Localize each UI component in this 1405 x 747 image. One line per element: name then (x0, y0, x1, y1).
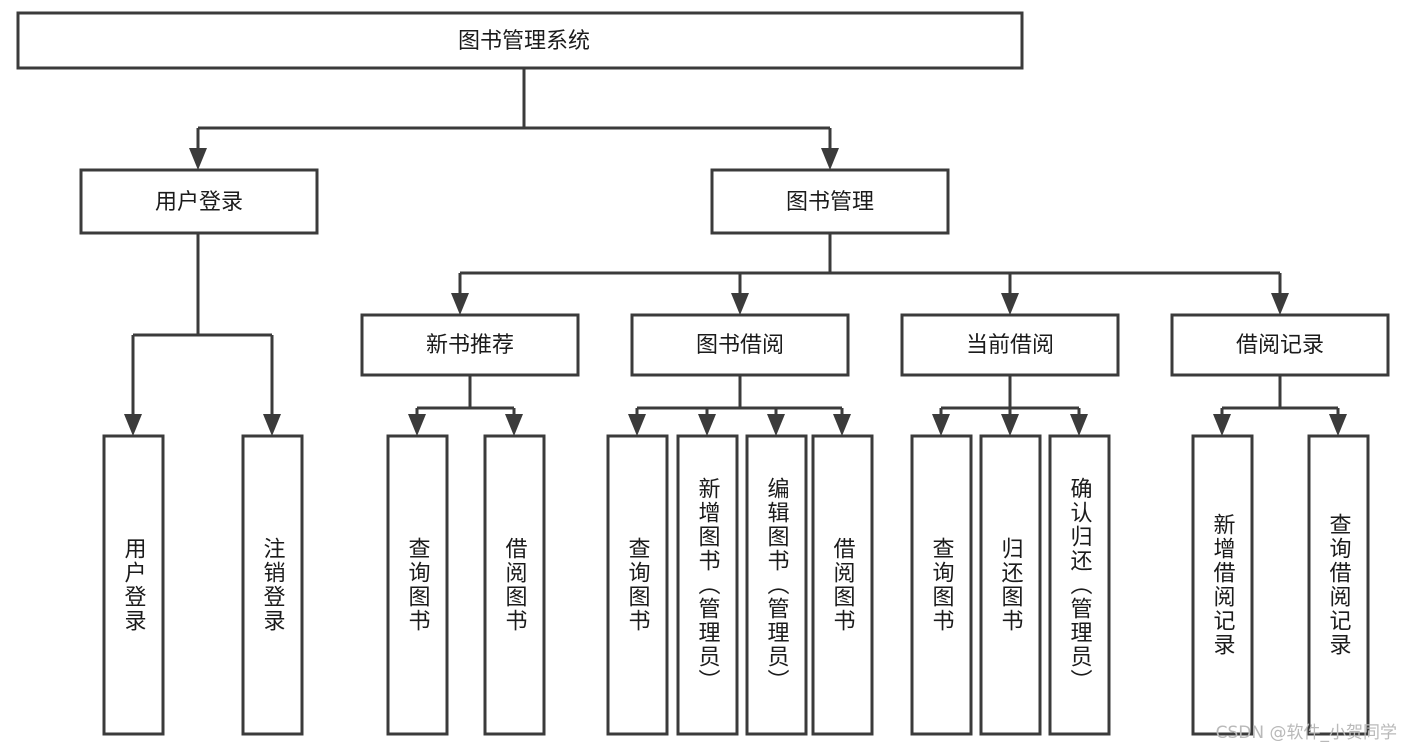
node-leaf-confirm-return-box[interactable] (1048, 434, 1111, 736)
node-leaf-query-book-1[interactable]: 查询图书 (386, 434, 449, 736)
node-current-borrow-box[interactable] (900, 313, 1120, 377)
node-leaf-add-book-box[interactable] (676, 434, 739, 736)
node-book-borrow[interactable]: 图书借阅 (630, 313, 850, 377)
arrow-leaf-edit-book (767, 414, 785, 436)
node-leaf-return-book-label: 归还图书 (998, 537, 1024, 633)
arrow-to-new-book-recommend (451, 293, 469, 315)
arrow-to-borrow-record (1271, 293, 1289, 315)
node-leaf-query-book-1-label: 查询图书 (405, 537, 431, 633)
arrow-leaf-query-book-3 (932, 414, 950, 436)
node-borrow-record-label: 借阅记录 (1236, 333, 1324, 358)
node-book-management[interactable]: 图书管理 (710, 168, 950, 235)
node-user-login-label: 用户登录 (155, 190, 243, 215)
node-new-book-recommend-box[interactable] (360, 313, 580, 377)
node-new-book-recommend-label: 新书推荐 (426, 333, 514, 358)
node-leaf-edit-book-label: 编辑图书（管理员） (764, 477, 790, 693)
arrow-to-book-management (821, 148, 839, 170)
node-book-management-label: 图书管理 (786, 190, 874, 215)
arrow-leaf-query-record (1329, 414, 1347, 436)
node-leaf-confirm-return-label: 确认归还（管理员） (1067, 477, 1093, 693)
node-leaf-return-book-box[interactable] (979, 434, 1042, 736)
arrow-leaf-add-book (698, 414, 716, 436)
node-leaf-borrow-book-1-label: 借阅图书 (502, 537, 528, 633)
arrow-leaf-user-logout (263, 414, 281, 436)
node-root[interactable]: 图书管理系统 (16, 11, 1024, 70)
node-leaf-borrow-book-2[interactable]: 借阅图书 (811, 434, 874, 736)
node-leaf-add-record-box[interactable] (1191, 434, 1254, 736)
node-leaf-query-record-box[interactable] (1307, 434, 1370, 736)
node-root-label: 图书管理系统 (458, 29, 590, 54)
node-leaf-query-book-3-label: 查询图书 (929, 537, 955, 633)
node-borrow-record-box[interactable] (1170, 313, 1390, 377)
arrow-to-book-borrow (731, 293, 749, 315)
node-leaf-borrow-book-1[interactable]: 借阅图书 (483, 434, 546, 736)
node-current-borrow-label: 当前借阅 (966, 333, 1054, 358)
node-leaf-query-book-3[interactable]: 查询图书 (910, 434, 973, 736)
node-leaf-borrow-book-1-box[interactable] (483, 434, 546, 736)
node-leaf-user-logout[interactable]: 注销登录 (241, 434, 304, 736)
node-borrow-record[interactable]: 借阅记录 (1170, 313, 1390, 377)
connector-layer (124, 68, 1347, 436)
arrow-leaf-user-login (124, 414, 142, 436)
node-leaf-query-book-3-box[interactable] (910, 434, 973, 736)
node-root-box[interactable] (16, 11, 1024, 70)
arrow-leaf-confirm-return (1070, 414, 1088, 436)
node-user-login[interactable]: 用户登录 (79, 168, 319, 235)
node-leaf-query-book-1-box[interactable] (386, 434, 449, 736)
node-leaf-user-logout-box[interactable] (241, 434, 304, 736)
arrow-leaf-add-record (1213, 414, 1231, 436)
arrow-to-current-borrow (1001, 293, 1019, 315)
node-leaf-add-record[interactable]: 新增借阅记录 (1191, 434, 1254, 736)
arrow-leaf-query-book-1 (408, 414, 426, 436)
node-leaf-edit-book[interactable]: 编辑图书（管理员） (745, 434, 808, 736)
arrow-leaf-borrow-book-2 (833, 414, 851, 436)
node-current-borrow[interactable]: 当前借阅 (900, 313, 1120, 377)
arrow-leaf-borrow-book-1 (505, 414, 523, 436)
node-leaf-query-record[interactable]: 查询借阅记录 (1307, 434, 1370, 736)
node-leaf-edit-book-box[interactable] (745, 434, 808, 736)
node-leaf-add-record-label: 新增借阅记录 (1210, 513, 1236, 657)
node-leaf-user-login-box[interactable] (102, 434, 165, 736)
node-leaf-query-book-2-label: 查询图书 (625, 537, 651, 633)
node-book-borrow-box[interactable] (630, 313, 850, 377)
node-leaf-return-book[interactable]: 归还图书 (979, 434, 1042, 736)
node-leaf-borrow-book-2-label: 借阅图书 (830, 537, 856, 633)
node-leaf-confirm-return[interactable]: 确认归还（管理员） (1048, 434, 1111, 736)
arrow-to-user-login (189, 148, 207, 170)
node-leaf-user-logout-label: 注销登录 (260, 537, 286, 633)
node-user-login-box[interactable] (79, 168, 319, 235)
arrow-leaf-return-book (1001, 414, 1019, 436)
node-new-book-recommend[interactable]: 新书推荐 (360, 313, 580, 377)
node-leaf-query-book-2-box[interactable] (606, 434, 669, 736)
node-leaf-user-login-label: 用户登录 (121, 537, 147, 633)
node-leaf-add-book-label: 新增图书（管理员） (695, 477, 721, 693)
node-leaf-query-record-label: 查询借阅记录 (1326, 513, 1352, 657)
node-book-borrow-label: 图书借阅 (696, 333, 784, 358)
node-leaf-borrow-book-2-box[interactable] (811, 434, 874, 736)
arrow-leaf-query-book-2 (628, 414, 646, 436)
node-book-management-box[interactable] (710, 168, 950, 235)
csdn-watermark: CSDN @软件_小贺同学 (1215, 723, 1397, 743)
node-leaf-user-login[interactable]: 用户登录 (102, 434, 165, 736)
node-leaf-add-book[interactable]: 新增图书（管理员） (676, 434, 739, 736)
node-leaf-query-book-2[interactable]: 查询图书 (606, 434, 669, 736)
